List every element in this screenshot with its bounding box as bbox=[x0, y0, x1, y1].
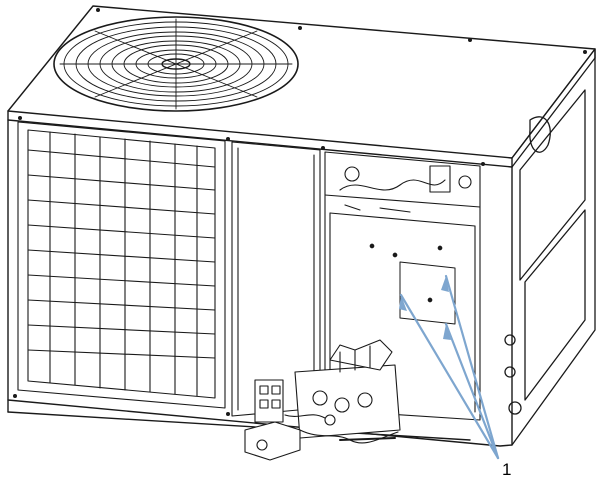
condenser-coil-panel bbox=[17, 121, 226, 409]
cabinet-front-face bbox=[7, 110, 513, 447]
frame-fasteners bbox=[13, 8, 587, 416]
callout-leader-lines bbox=[399, 274, 500, 460]
electrical-components-assembly bbox=[244, 339, 401, 461]
callout-arrowheads bbox=[399, 276, 451, 340]
callout-label: 1 bbox=[502, 460, 512, 479]
cabinet-right-side bbox=[504, 48, 596, 446]
control-compartment bbox=[324, 151, 481, 421]
condenser-fan-grille bbox=[53, 16, 299, 112]
